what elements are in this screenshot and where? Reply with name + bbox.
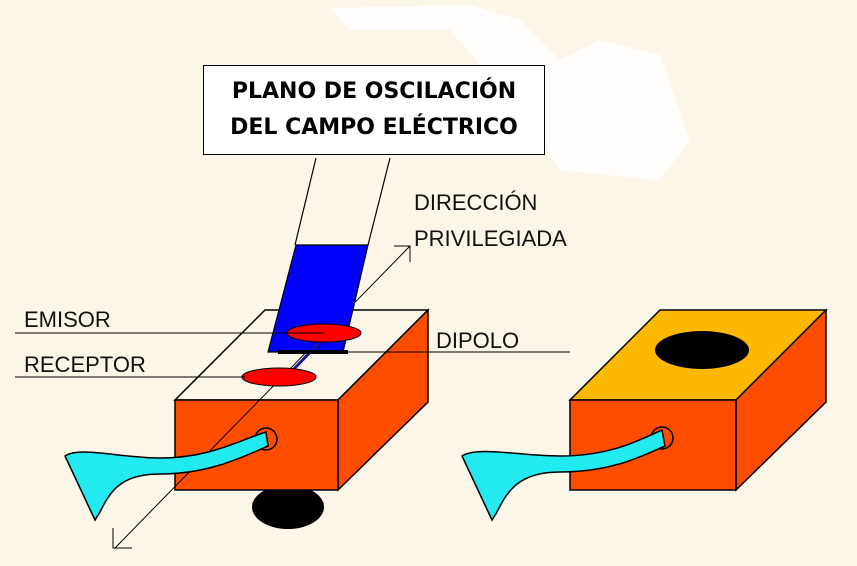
label-leader-lines — [15, 332, 570, 378]
right-cable — [461, 428, 666, 522]
receiver-disc — [241, 367, 317, 387]
title-box: PLANO DE OSCILACIÓN DEL CAMPO ELÉCTRICO — [203, 65, 545, 155]
wheel — [252, 485, 324, 529]
dipole-label: DIPOLO — [436, 328, 520, 353]
emitter-label: EMISOR — [24, 307, 111, 332]
right-reference-box — [461, 308, 828, 522]
direction-label-line-2: PRIVILEGIADA — [414, 226, 567, 251]
privileged-direction-arrow — [112, 245, 411, 549]
right-box-hole — [655, 331, 749, 369]
oscillation-plane — [267, 157, 391, 353]
left-cable — [64, 431, 269, 522]
receiver-label: RECEPTOR — [24, 352, 146, 377]
direction-label-line-1: DIRECCIÓN — [414, 190, 538, 215]
title-line-1: PLANO DE OSCILACIÓN — [231, 79, 517, 104]
title-line-2: DEL CAMPO ELÉCTRICO — [230, 115, 518, 140]
